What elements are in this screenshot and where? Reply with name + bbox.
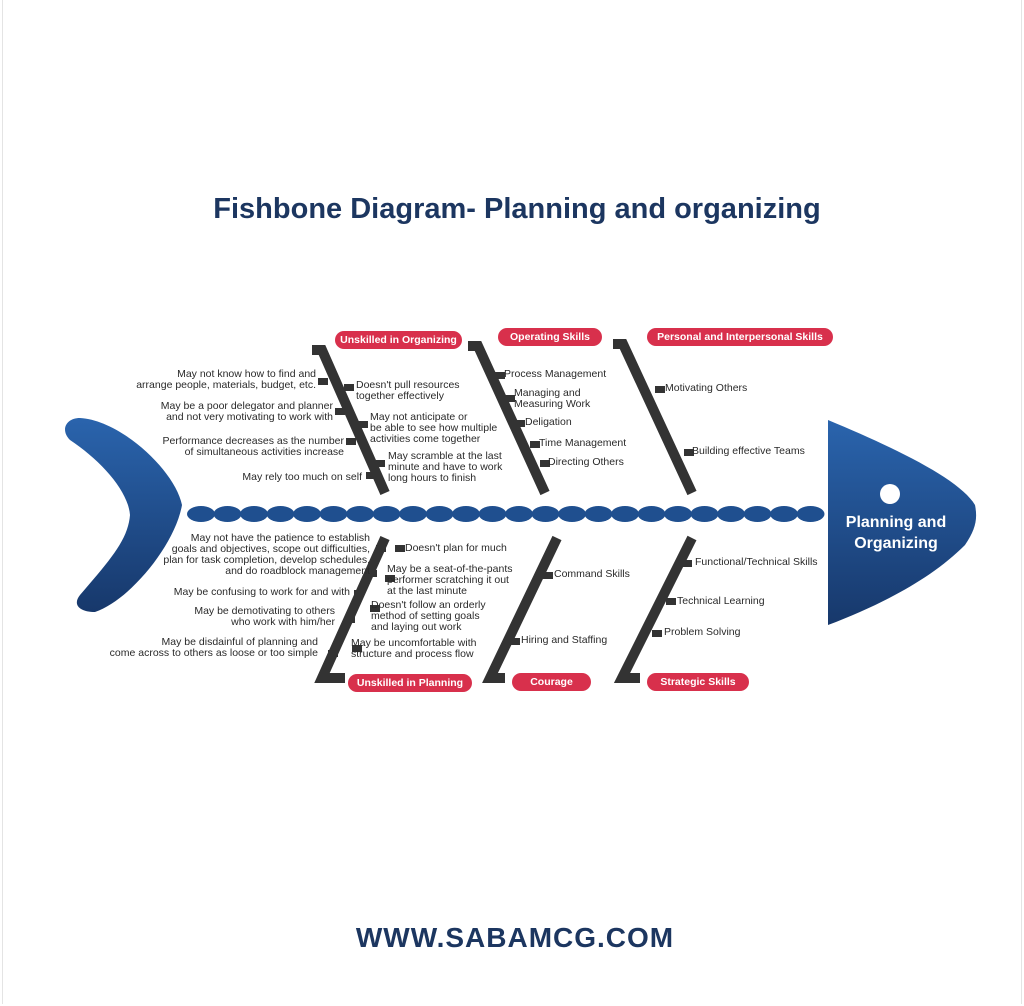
spine-segment <box>717 506 745 522</box>
cause: Process Management <box>504 368 607 380</box>
cause: May rely too much on self <box>242 471 362 483</box>
spine-segment <box>266 506 295 522</box>
cause: May scramble at the last minute and have… <box>388 450 503 484</box>
spine-segment <box>743 506 772 522</box>
cause: Problem Solving <box>664 626 741 638</box>
website-footer: WWW.SABAMCG.COM <box>355 922 675 953</box>
spine-segment <box>187 506 215 522</box>
spine-segment <box>558 506 586 522</box>
cause: Doesn't follow an orderly method of sett… <box>371 599 486 633</box>
spine-segment <box>478 506 507 522</box>
spine-segment <box>319 506 348 522</box>
cause: Performance decreases as the number of s… <box>162 435 344 458</box>
spine-segment <box>796 506 825 522</box>
label-unskilled-organizing: Unskilled in Organizing <box>335 331 462 349</box>
spine-segment <box>372 506 401 522</box>
spine-segment <box>213 506 242 522</box>
bone-ticks <box>318 372 694 657</box>
cause: Hiring and Staffing <box>521 634 608 646</box>
diagram-title: Fishbone Diagram- Planning and organizin… <box>213 193 821 225</box>
fish-spine <box>187 506 825 522</box>
spine-segment <box>584 506 613 522</box>
cause: Managing and Measuring Work <box>514 387 591 410</box>
cause: May be a poor delegator and planner and … <box>160 400 333 423</box>
bone-courage <box>482 535 562 683</box>
cause: Command Skills <box>554 568 630 580</box>
cause: Time Management <box>539 437 627 449</box>
cause: May be demotivating to others who work w… <box>194 605 335 628</box>
spine-segment <box>664 506 692 522</box>
cause: Technical Learning <box>677 595 765 607</box>
cause: Doesn't plan for much <box>405 542 507 554</box>
cause: May be a seat-of-the-pants performer scr… <box>387 563 513 597</box>
cause: May be uncomfortable with structure and … <box>351 637 477 660</box>
spine-segment <box>611 506 639 522</box>
cause: Directing Others <box>548 456 624 468</box>
cause: Deligation <box>525 416 572 428</box>
spine-segment <box>293 506 321 522</box>
spine-segment <box>690 506 719 522</box>
spine-segment <box>425 506 454 522</box>
cause: Functional/Technical Skills <box>695 556 818 568</box>
spine-segment <box>452 506 480 522</box>
label-courage: Courage <box>512 673 591 691</box>
bone-unskilled-planning <box>314 535 390 683</box>
cause: May be disdainful of planning and come a… <box>109 636 318 659</box>
cause: May not have the patience to establish g… <box>163 532 370 577</box>
cause: May not know how to find and arrange peo… <box>136 368 316 391</box>
cause: Motivating Others <box>665 382 748 394</box>
fish-tail <box>65 418 182 612</box>
bone-operating-skills <box>468 341 550 496</box>
bone-unskilled-organizing <box>312 345 390 496</box>
bone-strategic-skills <box>613 535 697 683</box>
spine-segment <box>240 506 268 522</box>
spine-segment <box>531 506 560 522</box>
label-personal-skills: Personal and Interpersonal Skills <box>647 328 833 346</box>
spine-segment <box>346 506 374 522</box>
fish-head <box>828 420 977 625</box>
spine-segment <box>505 506 533 522</box>
label-unskilled-planning: Unskilled in Planning <box>348 674 472 692</box>
fish-eye <box>880 484 900 504</box>
bone-personal-skills <box>613 339 697 496</box>
label-operating-skills: Operating Skills <box>498 328 602 346</box>
cause: Building effective Teams <box>692 445 805 457</box>
label-strategic-skills: Strategic Skills <box>647 673 749 691</box>
spine-segment <box>399 506 427 522</box>
cause: Doesn't pull resources together effectiv… <box>356 379 460 402</box>
spine-segment <box>770 506 798 522</box>
spine-segment <box>637 506 666 522</box>
effect-label: Planning and Organizing <box>845 514 947 552</box>
cause: May be confusing to work for and with <box>173 586 350 598</box>
cause: May not anticipate or be able to see how… <box>370 411 498 445</box>
